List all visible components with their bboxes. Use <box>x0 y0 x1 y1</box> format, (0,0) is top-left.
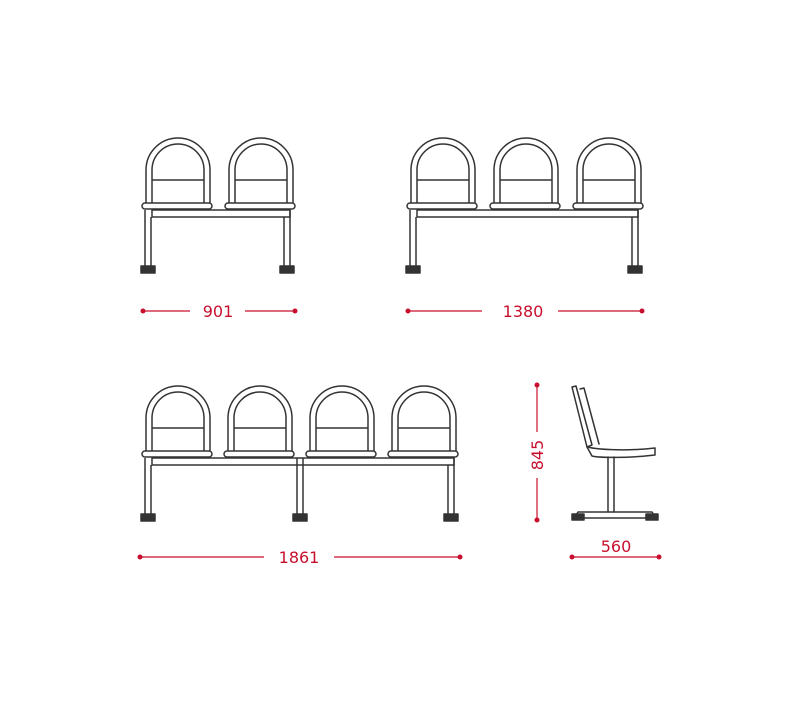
seat-back-icon <box>141 137 213 210</box>
dimension-label-1861: 1861 <box>279 548 320 567</box>
bench-2-seat-drawing <box>140 137 296 274</box>
seat-back-icon <box>489 137 561 210</box>
dimension-label-1380: 1380 <box>503 302 544 321</box>
dimension-label-560: 560 <box>601 537 632 556</box>
bench-3-seat-drawing <box>405 137 644 274</box>
seat-back-icon <box>387 385 459 458</box>
width-dimension-4-seat: 1861 <box>137 548 463 567</box>
seat-back-icon <box>223 385 295 458</box>
seat-back-icon <box>305 385 377 458</box>
seat-back-icon <box>224 137 296 210</box>
dimension-label-901: 901 <box>203 302 234 321</box>
chair-side-view-icon <box>571 385 659 521</box>
width-dimension-2-seat: 901 <box>140 302 298 321</box>
seat-back-icon <box>572 137 644 210</box>
seat-back-icon <box>406 137 478 210</box>
dimension-label-845: 845 <box>528 440 547 471</box>
height-dimension-chair: 845 <box>528 382 547 523</box>
width-dimension-3-seat: 1380 <box>405 302 645 321</box>
depth-dimension-chair: 560 <box>569 537 662 560</box>
seat-back-icon <box>141 385 213 458</box>
bench-4-seat-drawing <box>140 385 459 522</box>
